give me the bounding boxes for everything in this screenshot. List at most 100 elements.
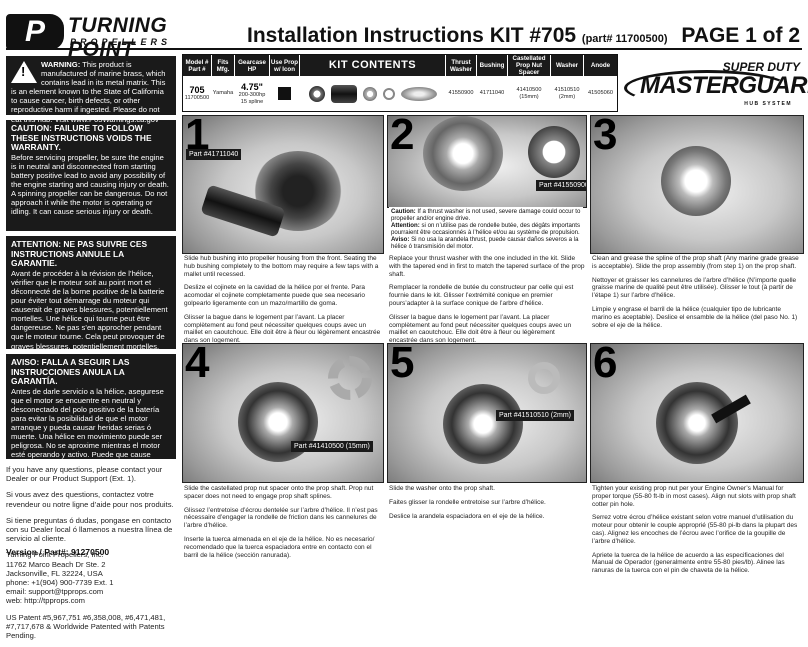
part-label: Part #41711040 [186, 149, 242, 160]
address-line-1: 11762 Marco Beach Dr Ste. 2 [6, 559, 106, 569]
step-4-fr: Glissez l’entretoise d’écrou dentelée su… [184, 506, 378, 530]
step-5-image: 5 Part #41510510 (2mm) [387, 343, 587, 483]
col-gearcase-header: Gearcase HP [235, 55, 269, 76]
washer-part: 41510510 [554, 86, 580, 93]
nut-spacer-illustration [328, 356, 372, 400]
step-5-fr: Faites glisser la rondelle entretoise su… [389, 498, 546, 506]
step-4-image: 4 Part #41410500 (15mm) [182, 343, 384, 483]
bushing-part: 41711040 [479, 90, 505, 97]
col-kit-contents-header: KIT CONTENTS [300, 55, 445, 76]
nut-spacer-icon [362, 86, 377, 101]
aviso-box: AVISO: FALLA A SEGUIR LAS INSTRUCCIONES … [6, 354, 176, 469]
brand-mark: P [6, 14, 64, 50]
model-number: 705 [189, 85, 205, 96]
attention-box: ATTENTION: NE PAS SUIVRE CES INSTRUCTION… [6, 236, 176, 351]
step-5-caption: Slide the washer onto the prop shaft. Fa… [389, 485, 585, 526]
mfg-value: Yamaha [212, 90, 234, 97]
gearcase-cell: 4.75" 200-300hp 15 spline [235, 77, 269, 110]
step-5-es: Deslice la arandela espaciadora en el ej… [389, 512, 545, 520]
step-2-caution: Caution: If a thrust washer is not used,… [389, 207, 583, 250]
bushing-cell: 41711040 [477, 77, 507, 110]
questions-fr: Si vous avez des questions, contactez vo… [6, 490, 174, 509]
step-4-caption: Slide the castellated prop nut spacer on… [184, 485, 382, 565]
step-3-image: 3 [590, 115, 804, 254]
prop-shaft-icon [661, 146, 731, 216]
step-1-image: 1 Part #41711040 [182, 115, 384, 254]
warning-title: WARNING: [41, 60, 81, 69]
step-3-es: Limpie y engrase el barril de la hélice … [592, 305, 798, 329]
warning-box: ! WARNING: This product is manufactured … [6, 56, 176, 124]
prop-icon [278, 87, 291, 100]
col-nut-spacer-header: Castellated Prop Nut Spacer [508, 55, 550, 76]
nut-spacer-cell: 41410500 (15mm) [508, 77, 550, 110]
col-use-prop-header: Use Prop w/ Icon [270, 55, 299, 76]
step-number: 3 [593, 115, 618, 159]
washer-illustration [528, 362, 560, 394]
thrust-washer-illustration [528, 126, 580, 178]
masterguard-name: MASTERGUARD [640, 72, 808, 99]
model-cell: 705 11700500 [183, 77, 211, 110]
step-4-es: Inserte la tuerca almenada en el eje de … [184, 535, 375, 559]
step-2-image: 2 Part #41550900 [387, 115, 587, 208]
brand-subtitle: PROPELLERS [70, 37, 172, 47]
attention-title: ATTENTION: NE PAS SUIVRE CES INSTRUCTION… [11, 239, 148, 269]
aviso-title: AVISO: FALLA A SEGUIR LAS INSTRUCCIONES … [11, 357, 130, 387]
warning-text: This product is manufactured of marine b… [11, 60, 166, 124]
use-prop-cell [270, 77, 299, 110]
prop-hub-icon [443, 384, 523, 464]
step-1-en: Slide hub bushing into propeller housing… [184, 255, 379, 278]
mfg-cell: Yamaha [212, 77, 234, 110]
part-label: Part #41410500 (15mm) [291, 441, 373, 452]
step-6-caption: Tighten your existing prop nut per your … [592, 485, 802, 581]
col-anode-header: Anode [584, 55, 617, 76]
bushing-icon [330, 84, 357, 103]
web-link[interactable]: web: http://tpprops.com [6, 596, 85, 606]
part-label: Part #41550900 [536, 180, 586, 191]
address-line-2: Jacksonville, FL 32224, USA [6, 568, 103, 578]
step-2-caution-text: If a thrust washer is not used, severe d… [391, 208, 581, 223]
col-fits-header: Fits Mfg. [212, 55, 234, 76]
col-model-header: Model # Part # [183, 55, 211, 76]
thrust-washer-part: 41550900 [448, 90, 474, 97]
step-6-image: 6 [590, 343, 804, 483]
thrust-washer-icon [308, 85, 325, 102]
model-part: 11700500 [184, 95, 210, 102]
title-text: Installation Instructions KIT #705 [247, 24, 577, 47]
step-3-en: Clean and grease the spline of the prop … [592, 255, 799, 270]
step-6-en: Tighten your existing prop nut per your … [592, 485, 796, 508]
step-4-en: Slide the castellated prop nut spacer on… [184, 485, 374, 500]
gearcase-size: 4.75" [241, 81, 263, 92]
thrust-washer-cell: 41550900 [446, 77, 476, 110]
step-1-caption: Slide hub bushing into propeller housing… [184, 255, 382, 351]
caution-title: CAUTION: FAILURE TO FOLLOW THESE INSTRUC… [11, 123, 152, 153]
step-2-en: Replace your thrust washer with the one … [389, 255, 585, 278]
super-duty-label: SUPER DUTY [722, 60, 800, 74]
attention-text: Avant de procéder à la révision de l’hél… [11, 268, 168, 351]
step-3-fr: Nettoyer et graisser les cannelures de l… [592, 276, 797, 300]
header-divider [6, 48, 802, 50]
step-2-fr: Remplacer la rondelle de butée du constr… [389, 284, 574, 307]
step-2-caution-label: Caution: [391, 208, 416, 215]
kit-contents-cell [300, 77, 445, 110]
anode-icon [400, 86, 437, 101]
title-part-number: (part# 11700500) [581, 33, 668, 45]
prop-shaft-icon [423, 116, 503, 191]
washer-cell: 41510510 (2mm) [551, 77, 583, 110]
step-6-fr: Serrez votre écrou d’hélice existant sel… [592, 514, 798, 545]
nut-spacer-part: 41410500 [516, 86, 542, 93]
anode-part: 41505060 [588, 90, 613, 97]
caution-box: CAUTION: FAILURE TO FOLLOW THESE INSTRUC… [6, 120, 176, 231]
aviso-text: Antes de darle servicio a la hélice, ase… [11, 386, 164, 469]
phone: phone: +1(904) 900-7739 Ext. 1 [6, 578, 114, 588]
patents: US Patent #5,967,751 #6,358,008, #6,471,… [6, 612, 166, 641]
step-2-caption: Replace your thrust washer with the one … [389, 255, 585, 351]
hp-range: 200-300hp [238, 91, 266, 98]
nut-spacer-size: (15mm) [519, 93, 539, 100]
step-6-es: Apriete la tuerca de la hélice de acuerd… [592, 551, 785, 575]
email-link[interactable]: email: support@tpprops.com [6, 587, 104, 597]
step-2-attention-label: Attention: [391, 222, 420, 230]
step-number: 4 [185, 343, 210, 387]
prop-nut-icon [656, 382, 738, 464]
step-1-es: Deslize el cojinete en la cavidad de la … [184, 284, 366, 307]
col-bushing-header: Bushing [477, 55, 507, 76]
